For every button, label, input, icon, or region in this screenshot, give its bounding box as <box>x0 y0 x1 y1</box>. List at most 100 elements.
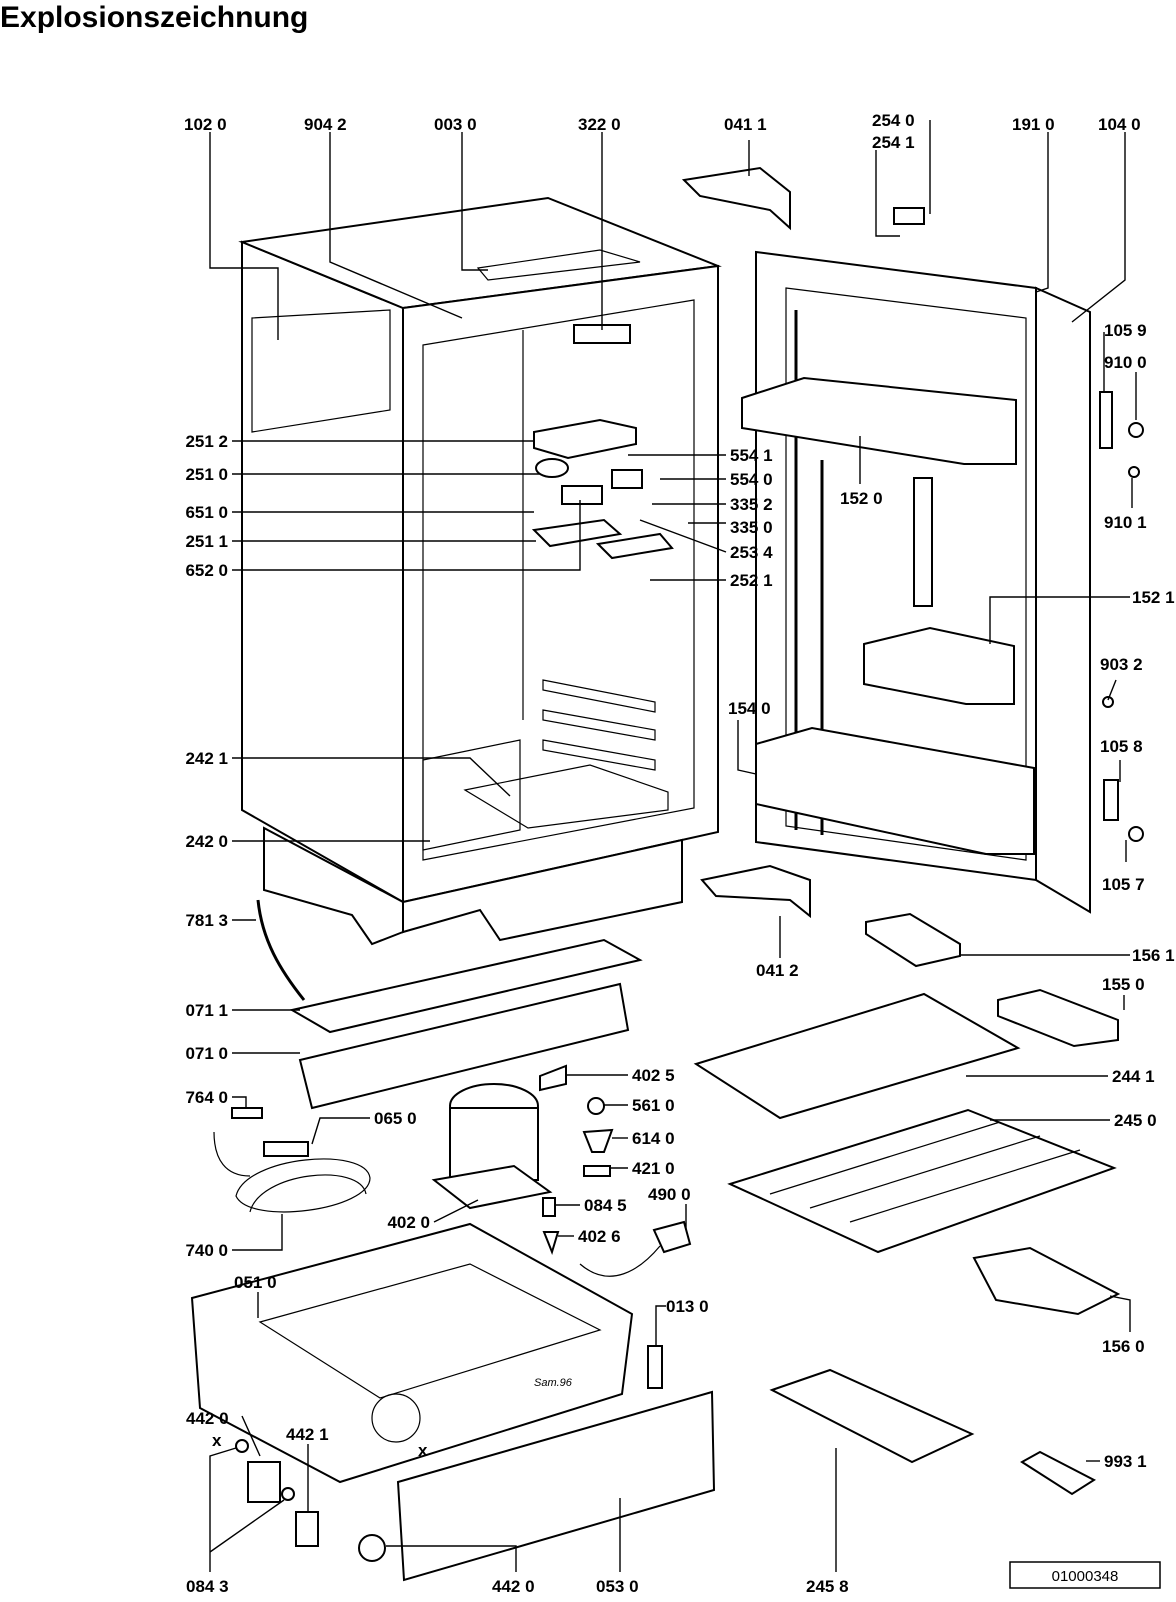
condenser-coil <box>235 1158 371 1213</box>
glass-shelf <box>693 992 1021 1120</box>
part-number-label: 254 1 <box>872 133 915 152</box>
fan-opening <box>371 1393 421 1443</box>
part-number-label: 442 0 <box>186 1409 229 1428</box>
part-number-label: 561 0 <box>632 1096 675 1115</box>
part-number-label: 245 8 <box>806 1577 849 1596</box>
grommet-part <box>542 1197 556 1217</box>
part-number-label: 253 4 <box>730 543 773 562</box>
crisper-cover <box>769 1368 975 1464</box>
part-number-label: 322 0 <box>578 115 621 134</box>
leader-lines <box>209 120 1137 1572</box>
part-number-label: 402 5 <box>632 1066 675 1085</box>
part-number-label: 065 0 <box>374 1109 417 1128</box>
part-number-label: 105 9 <box>1104 321 1147 340</box>
dryer-part <box>231 1107 263 1119</box>
part-number-label: 910 0 <box>1104 353 1147 372</box>
part-number-label: 242 1 <box>185 749 228 768</box>
cabinet-interior <box>422 299 695 861</box>
part-number-label: 251 1 <box>185 532 228 551</box>
part-number-label: 251 0 <box>185 465 228 484</box>
part-number-label: 245 0 <box>1114 1111 1157 1130</box>
base-strip <box>298 982 630 1110</box>
part-number-label: 105 8 <box>1100 737 1143 756</box>
part-number-label: 740 0 <box>185 1241 228 1260</box>
document-number-box: 01000348 <box>1009 1561 1161 1589</box>
screw-icon <box>1128 826 1144 842</box>
part-number-label: 993 1 <box>1104 1452 1147 1471</box>
ice-scraper <box>1020 1450 1097 1496</box>
part-number-label: 242 0 <box>185 832 228 851</box>
part-number-label: 251 2 <box>185 432 228 451</box>
cabinet-side <box>241 240 404 904</box>
part-number-label: 084 3 <box>186 1577 229 1596</box>
door-shelf-upper <box>741 376 1017 465</box>
part-number-label: 781 3 <box>185 911 228 930</box>
annotation-x: x <box>212 1431 222 1450</box>
document-number: 01000348 <box>1052 1568 1119 1585</box>
annotation-signature: Sam.96 <box>534 1377 573 1389</box>
hinge-top <box>681 166 791 231</box>
door-shelf-lower <box>755 726 1035 855</box>
screw-icon <box>1102 696 1114 708</box>
part-number-label: 152 1 <box>1132 588 1175 607</box>
part-number-label: 652 0 <box>185 561 228 580</box>
relay-part <box>587 1097 605 1115</box>
top-cover-strip <box>476 249 641 281</box>
washer-part <box>281 1487 295 1501</box>
part-number-label: 071 1 <box>185 1001 228 1020</box>
trim-strip <box>289 938 643 1034</box>
part-number-label: 105 7 <box>1102 875 1145 894</box>
part-number-label: 156 1 <box>1132 946 1175 965</box>
power-plug <box>652 1220 692 1254</box>
lamp-socket <box>561 485 603 505</box>
compressor-body <box>449 1107 539 1181</box>
screw-icon <box>1128 422 1144 438</box>
part-number-label: 154 0 <box>728 699 771 718</box>
latch-part <box>1103 779 1119 821</box>
clip-part <box>539 1064 567 1092</box>
capacitor-part <box>583 1165 611 1177</box>
handle-cap <box>893 207 925 225</box>
hinge-bottom <box>700 864 811 919</box>
part-number-label: 152 0 <box>840 489 883 508</box>
part-number-label: 614 0 <box>632 1129 675 1148</box>
annotation-x: x <box>418 1441 428 1460</box>
kick-plate <box>396 1390 716 1582</box>
part-number-label: 651 0 <box>185 503 228 522</box>
door-shelf-support <box>913 477 933 607</box>
capillary-part <box>263 1141 309 1157</box>
part-number-label: 421 0 <box>632 1159 675 1178</box>
handle-bracket <box>1099 391 1113 449</box>
fan-bracket <box>295 1511 319 1547</box>
lamp-bulb <box>535 458 569 478</box>
part-number-label: 041 1 <box>724 115 767 134</box>
ice-cube-tray <box>972 1246 1121 1316</box>
part-number-label: 053 0 <box>596 1577 639 1596</box>
fan-motor <box>247 1461 281 1503</box>
cabinet-front <box>402 264 719 904</box>
part-number-label: 335 0 <box>730 518 773 537</box>
page-title: Explosionszeichnung <box>0 1 309 34</box>
door-shelf-middle <box>863 626 1015 705</box>
part-number-label: 442 0 <box>492 1577 535 1596</box>
part-number-label: 402 6 <box>578 1227 621 1246</box>
washer-part <box>235 1439 249 1453</box>
part-number-label: 191 0 <box>1012 115 1055 134</box>
side-label-plate <box>251 309 391 433</box>
part-number-label: 252 1 <box>730 571 773 590</box>
control-cover <box>595 532 674 560</box>
part-number-label: 402 0 <box>387 1213 430 1232</box>
butter-dish <box>865 912 961 968</box>
part-number-label: 335 2 <box>730 495 773 514</box>
part-number-label: 903 2 <box>1100 655 1143 674</box>
cabinet-base-right <box>402 838 683 942</box>
cable-part <box>542 1231 560 1256</box>
part-number-label: 156 0 <box>1102 1337 1145 1356</box>
part-number-label: 041 2 <box>756 961 799 980</box>
adjustable-foot <box>647 1345 663 1389</box>
part-number-label: 051 0 <box>234 1273 277 1292</box>
part-number-label: 084 5 <box>584 1196 627 1215</box>
egg-tray <box>997 988 1119 1048</box>
starter-part <box>582 1128 614 1153</box>
